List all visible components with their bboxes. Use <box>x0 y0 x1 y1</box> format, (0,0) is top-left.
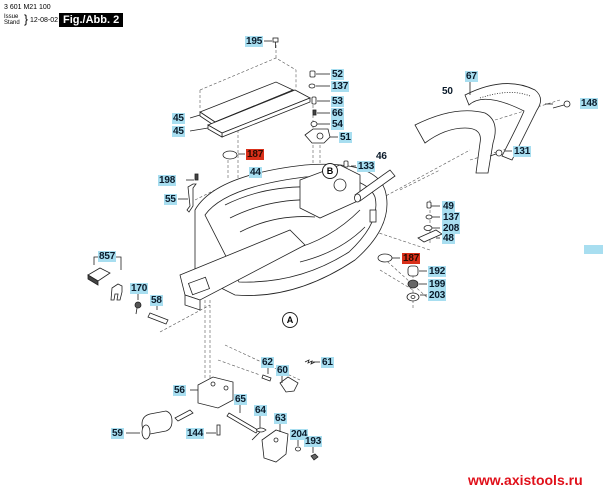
issue-label: Issue Stand <box>4 14 20 26</box>
callout-65[interactable]: 65 <box>234 394 247 405</box>
callout-187-upper[interactable]: 187 <box>246 149 265 160</box>
callout-170[interactable]: 170 <box>130 283 149 294</box>
o-ring-187a <box>222 150 238 160</box>
callout-62[interactable]: 62 <box>261 357 274 368</box>
callout-144[interactable]: 144 <box>186 428 205 439</box>
callout-58[interactable]: 58 <box>150 295 163 306</box>
watermark-url[interactable]: www.axistools.ru <box>468 472 583 488</box>
page-tab-marker <box>584 245 603 254</box>
pin-133 <box>343 160 349 168</box>
clip-55 <box>186 173 199 213</box>
callout-51[interactable]: 51 <box>339 132 352 143</box>
washer-204 <box>295 446 301 452</box>
callout-60[interactable]: 60 <box>276 365 289 376</box>
callout-52[interactable]: 52 <box>331 69 344 80</box>
callout-137-right[interactable]: 137 <box>442 212 461 223</box>
callout-131[interactable]: 131 <box>513 146 532 157</box>
part-number: 3 601 M21 100 <box>4 4 51 11</box>
callout-44[interactable]: 44 <box>249 167 262 178</box>
rod-65 <box>226 412 259 434</box>
screws-52-54 <box>304 70 331 144</box>
spring-64 <box>251 427 267 441</box>
callout-50[interactable]: 50 <box>442 86 453 97</box>
nut-193 <box>310 453 319 461</box>
bracket-63 <box>261 429 289 463</box>
marker-b: B <box>322 163 338 179</box>
callout-857[interactable]: 857 <box>98 251 117 262</box>
knob-59 <box>141 409 194 440</box>
callout-45-lower[interactable]: 45 <box>172 126 185 137</box>
callout-208[interactable]: 208 <box>442 223 461 234</box>
bracket-56 <box>197 376 234 409</box>
callout-199[interactable]: 199 <box>428 279 447 290</box>
pin-62 <box>261 374 272 382</box>
callout-67[interactable]: 67 <box>465 71 478 82</box>
callout-49[interactable]: 49 <box>442 201 455 212</box>
callout-66[interactable]: 66 <box>331 108 344 119</box>
screw-148 <box>552 100 571 109</box>
callout-148[interactable]: 148 <box>580 98 599 109</box>
callout-192[interactable]: 192 <box>428 266 447 277</box>
parts-49-48 <box>417 201 443 243</box>
marker-a: A <box>282 312 298 328</box>
issue-label-en: Issue <box>4 14 19 20</box>
callout-195[interactable]: 195 <box>245 36 264 47</box>
callout-204[interactable]: 204 <box>290 429 309 440</box>
callout-193[interactable]: 193 <box>304 436 323 447</box>
brace: } <box>24 12 29 26</box>
issue-label-de: Stand <box>4 20 20 26</box>
lever-857 <box>87 256 123 301</box>
figure-label: Fig./Abb. 2 <box>59 13 124 27</box>
callout-45-upper[interactable]: 45 <box>172 113 185 124</box>
callout-137[interactable]: 137 <box>331 81 350 92</box>
callout-198[interactable]: 198 <box>158 175 177 186</box>
callout-46[interactable]: 46 <box>376 151 387 162</box>
rod-46 <box>354 169 396 203</box>
handle-67 <box>464 83 541 161</box>
callout-59[interactable]: 59 <box>111 428 124 439</box>
screw-144 <box>216 424 221 436</box>
callout-53[interactable]: 53 <box>331 96 344 107</box>
screw-195 <box>272 37 279 48</box>
screw-131 <box>489 149 503 157</box>
base-44 <box>179 163 388 311</box>
rails-45 <box>199 81 311 138</box>
callout-64[interactable]: 64 <box>254 405 267 416</box>
screw-170 <box>134 301 142 315</box>
callout-48[interactable]: 48 <box>442 233 455 244</box>
callout-55[interactable]: 55 <box>164 194 177 205</box>
o-ring-187b <box>377 253 393 263</box>
callout-187-lower[interactable]: 187 <box>402 253 421 264</box>
callout-63[interactable]: 63 <box>274 413 287 424</box>
issue-date: 12-08-02 <box>30 17 59 24</box>
callout-54[interactable]: 54 <box>331 119 344 130</box>
callout-203[interactable]: 203 <box>428 290 447 301</box>
callout-61[interactable]: 61 <box>321 357 334 368</box>
latch-60 <box>279 376 299 393</box>
callout-133[interactable]: 133 <box>357 161 376 172</box>
callout-56[interactable]: 56 <box>173 385 186 396</box>
pin-58 <box>147 312 169 325</box>
parts-192-203 <box>406 265 420 302</box>
leader-lines <box>126 40 553 453</box>
blade-guard-50 <box>414 110 496 174</box>
spring-61 <box>304 359 316 365</box>
